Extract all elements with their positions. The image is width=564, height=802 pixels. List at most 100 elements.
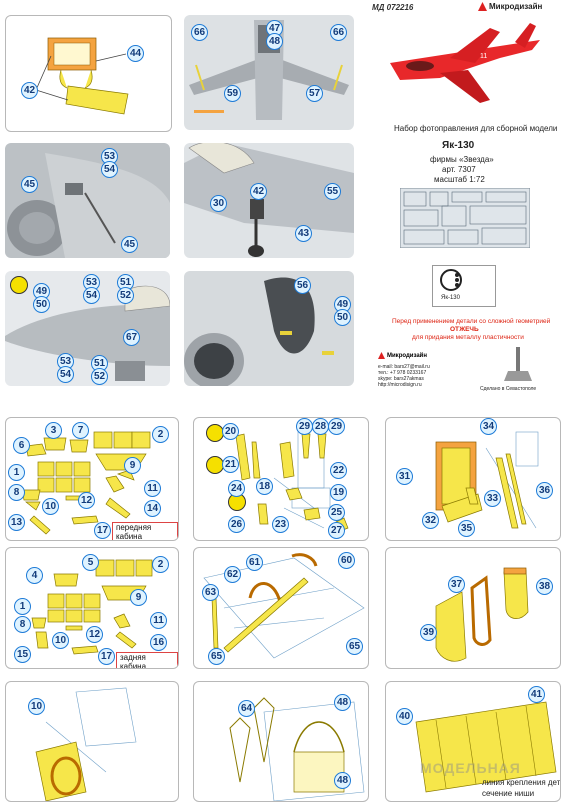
callout-50: 50 (33, 296, 50, 313)
maker-name: фирмы «Звезда» (430, 155, 494, 164)
callout-52-b: 52 (91, 368, 108, 385)
model-name: Як-130 (442, 140, 475, 151)
warning-line-2: ОТЖЕЧЬ (450, 326, 479, 333)
callout-49-b: 49 (334, 296, 351, 313)
callout-56: 56 (294, 277, 311, 294)
callout-48-b: 48 (334, 772, 351, 789)
callout-29-a: 29 (296, 418, 313, 435)
callout-36: 36 (536, 482, 553, 499)
callout-12: 12 (78, 492, 95, 509)
panel-front-cabin: 3 7 2 6 9 1 11 8 12 14 13 10 17 передняя… (5, 417, 179, 541)
callout-54-b: 54 (57, 366, 74, 383)
callout-67: 67 (123, 329, 140, 346)
photo-intake: 56 49 50 (184, 271, 354, 386)
panel-seat: 20 29 28 29 21 22 18 19 24 25 26 23 27 (193, 417, 369, 541)
callout-1: 1 (8, 464, 25, 481)
callout-17-rear: 17 (98, 648, 115, 665)
contacts-logo: Микродизайн (378, 352, 427, 359)
callout-11: 11 (144, 480, 161, 497)
nose-cone-drawing (5, 285, 170, 381)
callout-66-right: 66 (330, 24, 347, 41)
header-block: МД 072216 Микродизайн 11 Набор фотоправл… (370, 0, 564, 400)
brand-logo: Микродизайн (478, 2, 542, 11)
brand-logo-icon (478, 2, 487, 11)
callout-61: 61 (246, 554, 263, 571)
rear-cabin-caption: задняя кабина (116, 652, 178, 668)
contact-email: e-mail: bars27@mail.ru (378, 364, 430, 370)
callout-22: 22 (330, 462, 347, 479)
callout-12-rear: 12 (86, 626, 103, 643)
callout-10: 10 (42, 498, 59, 515)
watermark: МОДЕЛЬНАЯ (420, 760, 521, 776)
callout-14: 14 (144, 500, 161, 517)
callout-54: 54 (101, 161, 118, 178)
callout-25: 25 (328, 504, 345, 521)
doors-drawing (435, 567, 529, 662)
contact-skype: skype: bars27akmas (378, 376, 424, 382)
callout-20: 20 (222, 423, 239, 440)
warning-line-1: Перед применением детали со сложной геом… (392, 318, 551, 325)
callout-48: 48 (266, 33, 283, 50)
callout-10-console: 10 (28, 698, 45, 715)
canopy-parts-drawing (35, 37, 129, 115)
callout-66-left: 66 (191, 24, 208, 41)
article-number: арт. 7307 (442, 165, 476, 174)
callout-19: 19 (330, 484, 347, 501)
decal-label: Як-130 (441, 295, 460, 301)
callout-26: 26 (228, 516, 245, 533)
monument-illustration (504, 347, 532, 381)
panel-wing-root: МОДЕЛЬНАЯ 41 40 линия крепления детали с… (385, 681, 561, 802)
callout-38: 38 (536, 578, 553, 595)
nose-gear-drawing (184, 143, 354, 257)
callout-45-bottom: 45 (121, 236, 138, 253)
callout-11-rear: 11 (150, 612, 167, 629)
callout-31: 31 (396, 468, 413, 485)
callout-64: 64 (238, 700, 255, 717)
callout-32: 32 (422, 512, 439, 529)
callout-43: 43 (295, 225, 312, 242)
callout-65-b: 65 (346, 638, 363, 655)
canopy-frame-drawing (435, 431, 539, 529)
callout-52-a: 52 (117, 287, 134, 304)
callout-63: 63 (202, 584, 219, 601)
callout-4: 4 (26, 567, 43, 584)
brand-name: Микродизайн (489, 2, 543, 11)
callout-6: 6 (13, 437, 30, 454)
callout-21: 21 (222, 456, 239, 473)
photoetch-fret (400, 188, 530, 248)
callout-2: 2 (152, 426, 169, 443)
callout-18: 18 (256, 478, 273, 495)
callout-2-rear: 2 (152, 556, 169, 573)
callout-53-b: 53 (57, 353, 74, 370)
callout-65-a: 65 (208, 648, 225, 665)
gear-bay-drawing (203, 553, 365, 659)
panel-bay-frames: 64 48 48 (193, 681, 369, 802)
callout-60: 60 (338, 552, 355, 569)
contact-site: http://microdisign.ru (378, 382, 422, 388)
callout-28: 28 (312, 418, 329, 435)
panel-canopy-parts: 44 42 (5, 15, 172, 132)
photo-nose-gear: 30 42 55 43 (184, 143, 354, 258)
callout-40: 40 (396, 708, 413, 725)
panel-gear-bay: 61 60 62 63 65 65 (193, 547, 369, 669)
callout-13: 13 (8, 514, 25, 531)
photo-cockpit-side: 53 54 45 45 (5, 143, 170, 258)
callout-23: 23 (272, 516, 289, 533)
callout-37: 37 (448, 576, 465, 593)
callout-29-b: 29 (328, 418, 345, 435)
callout-50-b: 50 (334, 309, 351, 326)
callout-24: 24 (228, 480, 245, 497)
callout-27: 27 (328, 522, 345, 539)
callout-3: 3 (45, 422, 62, 439)
panel-rear-cabin: 5 2 4 9 1 11 8 12 16 15 10 17 задняя каб… (5, 547, 179, 669)
panel-canopy-frame: 34 31 36 33 32 35 (385, 417, 561, 541)
decal-symbol (440, 269, 462, 291)
callout-8-rear: 8 (14, 616, 31, 633)
callout-41: 41 (528, 686, 545, 703)
callout-45-top: 45 (21, 176, 38, 193)
contact-tel: тел.: +7 978 0233167 (378, 370, 427, 376)
console-drawing (35, 687, 137, 801)
callout-9-rear: 9 (130, 589, 147, 606)
aircraft-illustration: 11 (390, 23, 540, 103)
photo-nose-cone: 53 54 51 52 49 50 67 53 54 51 52 (5, 271, 170, 386)
